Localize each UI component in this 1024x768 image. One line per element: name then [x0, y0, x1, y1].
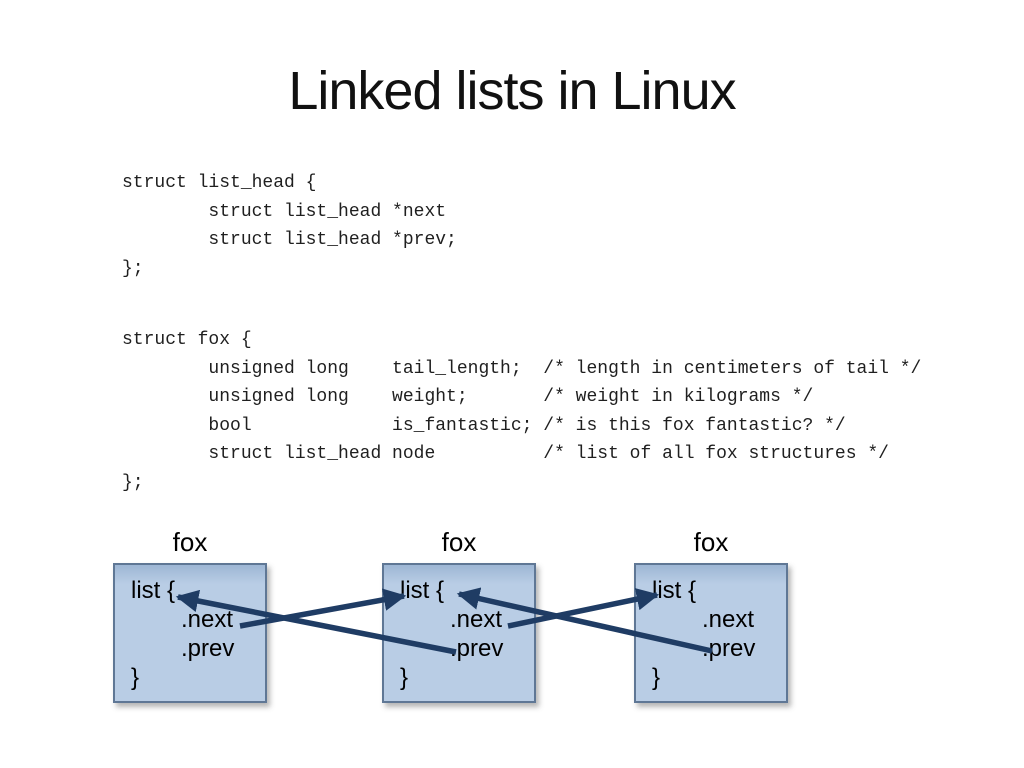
code-block-fox: struct fox { unsigned long tail_length; … — [122, 330, 922, 493]
prev-field-line: .prev — [702, 635, 756, 662]
fox-node-3-label: fox — [693, 527, 729, 557]
fox-node-3: fox list { .next .prev } — [634, 525, 788, 703]
fox-node-2-label: fox — [441, 527, 477, 557]
fox-node-3-box: list { .next .prev } — [634, 563, 788, 703]
fox-node-1-label: fox — [172, 527, 208, 557]
code-block-list-head: struct list_head { struct list_head *nex… — [122, 173, 457, 279]
fox-node-2-box: list { .next .prev } — [382, 563, 536, 703]
page-title: Linked lists in Linux — [288, 61, 736, 121]
brace-close-line: } — [400, 664, 409, 691]
fox-node-1-box: list { .next .prev } — [113, 563, 267, 703]
prev-field-line: .prev — [450, 635, 504, 662]
brace-close-line: } — [652, 664, 661, 691]
fox-node-1: fox list { .next .prev } — [113, 525, 267, 703]
next-field-line: .next — [181, 606, 234, 633]
next-field-line: .next — [702, 606, 755, 633]
list-open-line: list { — [131, 577, 176, 604]
list-open-line: list { — [400, 577, 445, 604]
fox-node-2: fox list { .next .prev } — [382, 525, 536, 703]
next-field-line: .next — [450, 606, 503, 633]
prev-field-line: .prev — [181, 635, 235, 662]
list-open-line: list { — [652, 577, 697, 604]
brace-close-line: } — [131, 664, 140, 691]
